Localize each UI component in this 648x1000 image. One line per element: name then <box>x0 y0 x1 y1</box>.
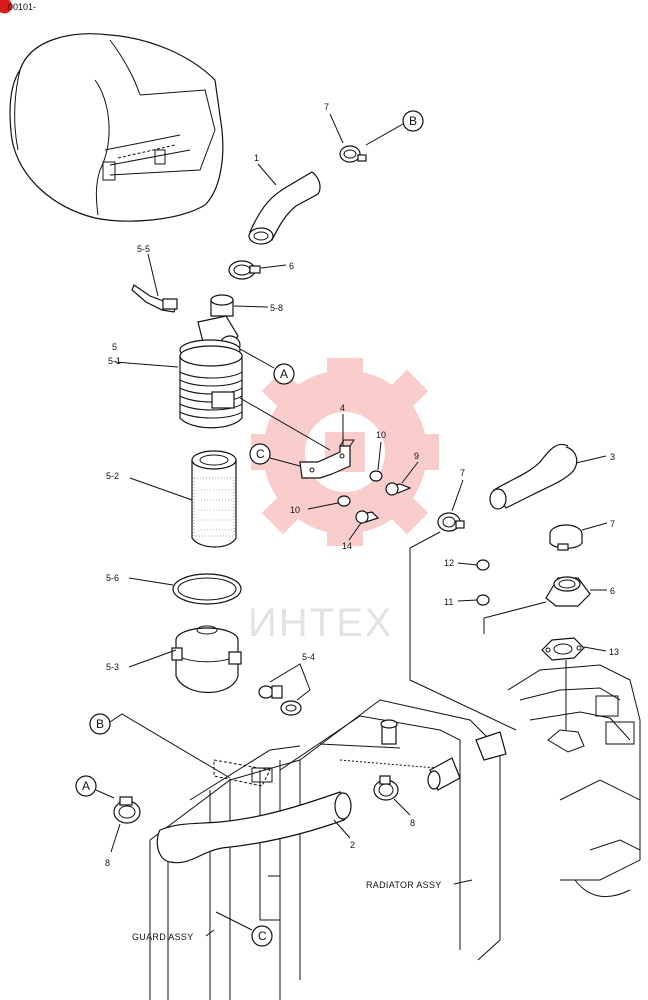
label-10-lower: 10 <box>290 505 300 515</box>
label-4: 4 <box>340 403 345 413</box>
watermark-text: ИНТЕХ <box>248 601 393 645</box>
part-5-6-o-ring <box>172 573 242 605</box>
label-6-upper: 6 <box>289 261 294 271</box>
part-5-5-indicator <box>131 284 178 313</box>
label-11: 11 <box>444 597 453 607</box>
label-9: 9 <box>414 451 419 461</box>
svg-text:A: A <box>82 779 90 793</box>
label-5-5: 5-5 <box>137 244 150 254</box>
upper-housing <box>9 33 224 222</box>
part-14-bolt <box>355 510 380 524</box>
label-5-8: 5-8 <box>270 303 283 313</box>
part-6-clamp <box>228 260 261 280</box>
header-code: 00101- <box>8 2 36 12</box>
part-2-hose <box>156 791 352 864</box>
assembly-guard: GUARD ASSY <box>132 932 194 942</box>
svg-text:C: C <box>258 929 267 943</box>
part-7-clamp-top <box>339 145 367 163</box>
part-5-8-sleeve <box>210 294 234 317</box>
label-5-3: 5-3 <box>106 662 119 672</box>
label-14: 14 <box>342 541 352 551</box>
label-6-right: 6 <box>610 586 615 596</box>
ref-marker-a-mid: A <box>273 363 295 385</box>
guard <box>149 745 301 1000</box>
svg-text:C: C <box>256 447 265 461</box>
label-2: 2 <box>350 840 355 850</box>
svg-text:B: B <box>96 717 104 731</box>
part-7-clamp-right <box>549 524 583 551</box>
part-8-clamp-left <box>113 796 141 824</box>
assembly-radiator: RADIATOR ASSY <box>366 880 442 890</box>
engine-block <box>507 660 641 898</box>
part-9-bolt <box>385 482 412 496</box>
part-7-clamp-mid <box>437 512 465 532</box>
label-7-top: 7 <box>324 102 329 112</box>
corner-mark <box>0 0 12 14</box>
part-11-nut <box>476 594 490 606</box>
ref-marker-c-low: C <box>251 925 273 947</box>
part-5-4-valve <box>258 685 302 716</box>
label-8-left: 8 <box>105 858 110 868</box>
part-1-hose <box>248 171 321 245</box>
label-5: 5 <box>112 342 117 352</box>
label-3: 3 <box>610 452 615 462</box>
ref-marker-b-top: B <box>402 110 424 132</box>
label-1: 1 <box>254 153 259 163</box>
label-7-mid: 7 <box>460 468 465 478</box>
svg-text:B: B <box>409 114 417 128</box>
part-12-nut <box>476 559 490 571</box>
part-3-hose <box>489 443 578 510</box>
part-5-air-cleaner <box>179 315 243 429</box>
part-10-nut-upper <box>369 470 383 482</box>
ref-marker-c-mid: C <box>249 443 271 465</box>
ref-marker-a-low: A <box>75 775 97 797</box>
label-8-right: 8 <box>410 818 415 828</box>
label-5-6: 5-6 <box>106 573 119 583</box>
svg-text:A: A <box>280 367 288 381</box>
label-13: 13 <box>609 647 619 657</box>
part-13-gasket <box>541 637 585 661</box>
label-10-upper: 10 <box>376 430 386 440</box>
label-5-1: 5-1 <box>108 356 121 366</box>
part-8-clamp-right <box>373 775 399 801</box>
part-4-bracket <box>299 439 355 479</box>
part-10-nut-lower <box>337 495 351 507</box>
label-5-2: 5-2 <box>106 471 119 481</box>
label-7-right: 7 <box>610 519 615 529</box>
radiator <box>279 699 507 980</box>
label-5-4: 5-4 <box>302 652 315 662</box>
part-6-flange <box>545 576 591 607</box>
part-5-2-element <box>191 450 237 548</box>
part-5-3-cup <box>171 625 242 694</box>
ref-marker-b-low: B <box>89 713 111 735</box>
label-12: 12 <box>444 558 454 568</box>
